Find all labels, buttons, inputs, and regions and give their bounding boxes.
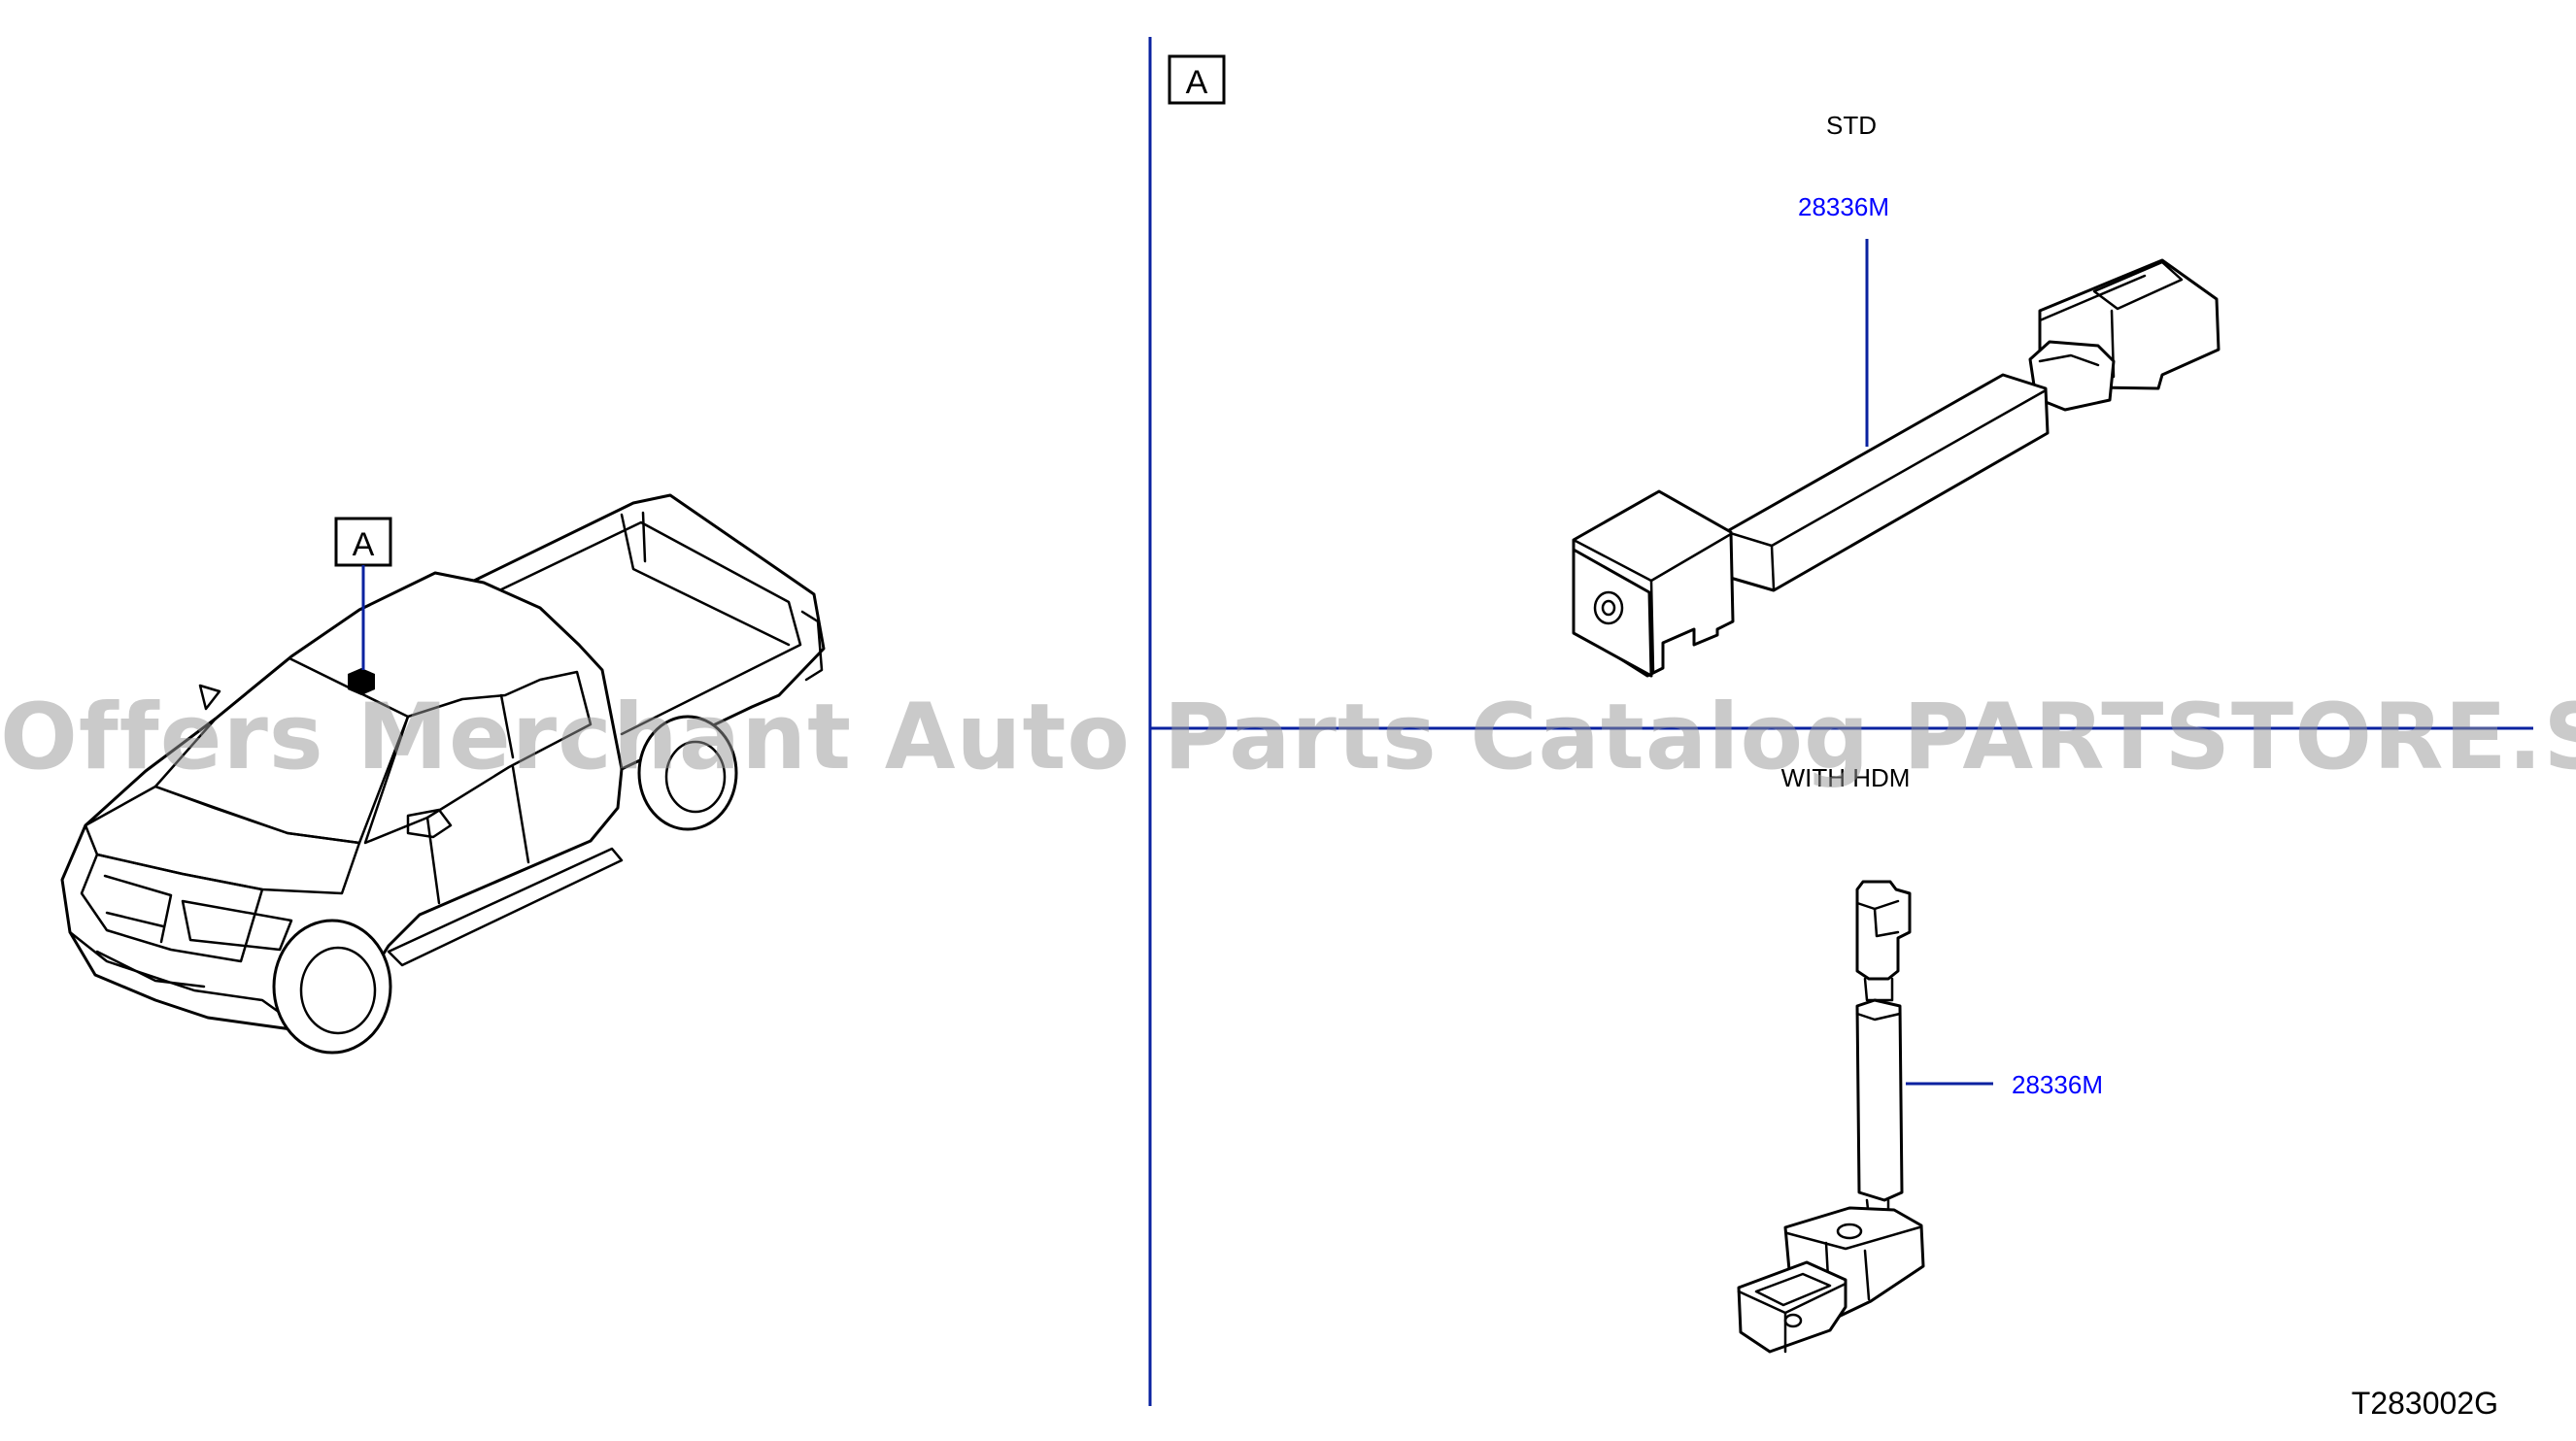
variant-label-std: STD: [1826, 111, 1877, 140]
callout-box-detail: [1168, 54, 1226, 105]
part-number-hdm[interactable]: 28336M: [2012, 1070, 2103, 1099]
sensor-hdm-drawing: [1737, 880, 1925, 1354]
variant-label-hdm: WITH HDM: [1781, 763, 1911, 792]
watermark-text: Offers Merchant Auto Parts Catalog PARTS…: [0, 685, 2576, 790]
callout-label-detail: A: [1186, 64, 1208, 101]
callout-label-vehicle: A: [353, 526, 375, 563]
sensor-std-drawing: [1572, 258, 2220, 678]
sensor-location-marker: [348, 668, 375, 695]
callout-box-vehicle: [334, 517, 392, 567]
vehicle-pickup-drawing: [60, 493, 826, 1055]
drawing-number: T283002G: [2352, 1386, 2498, 1421]
part-number-std[interactable]: 28336M: [1798, 192, 1889, 221]
